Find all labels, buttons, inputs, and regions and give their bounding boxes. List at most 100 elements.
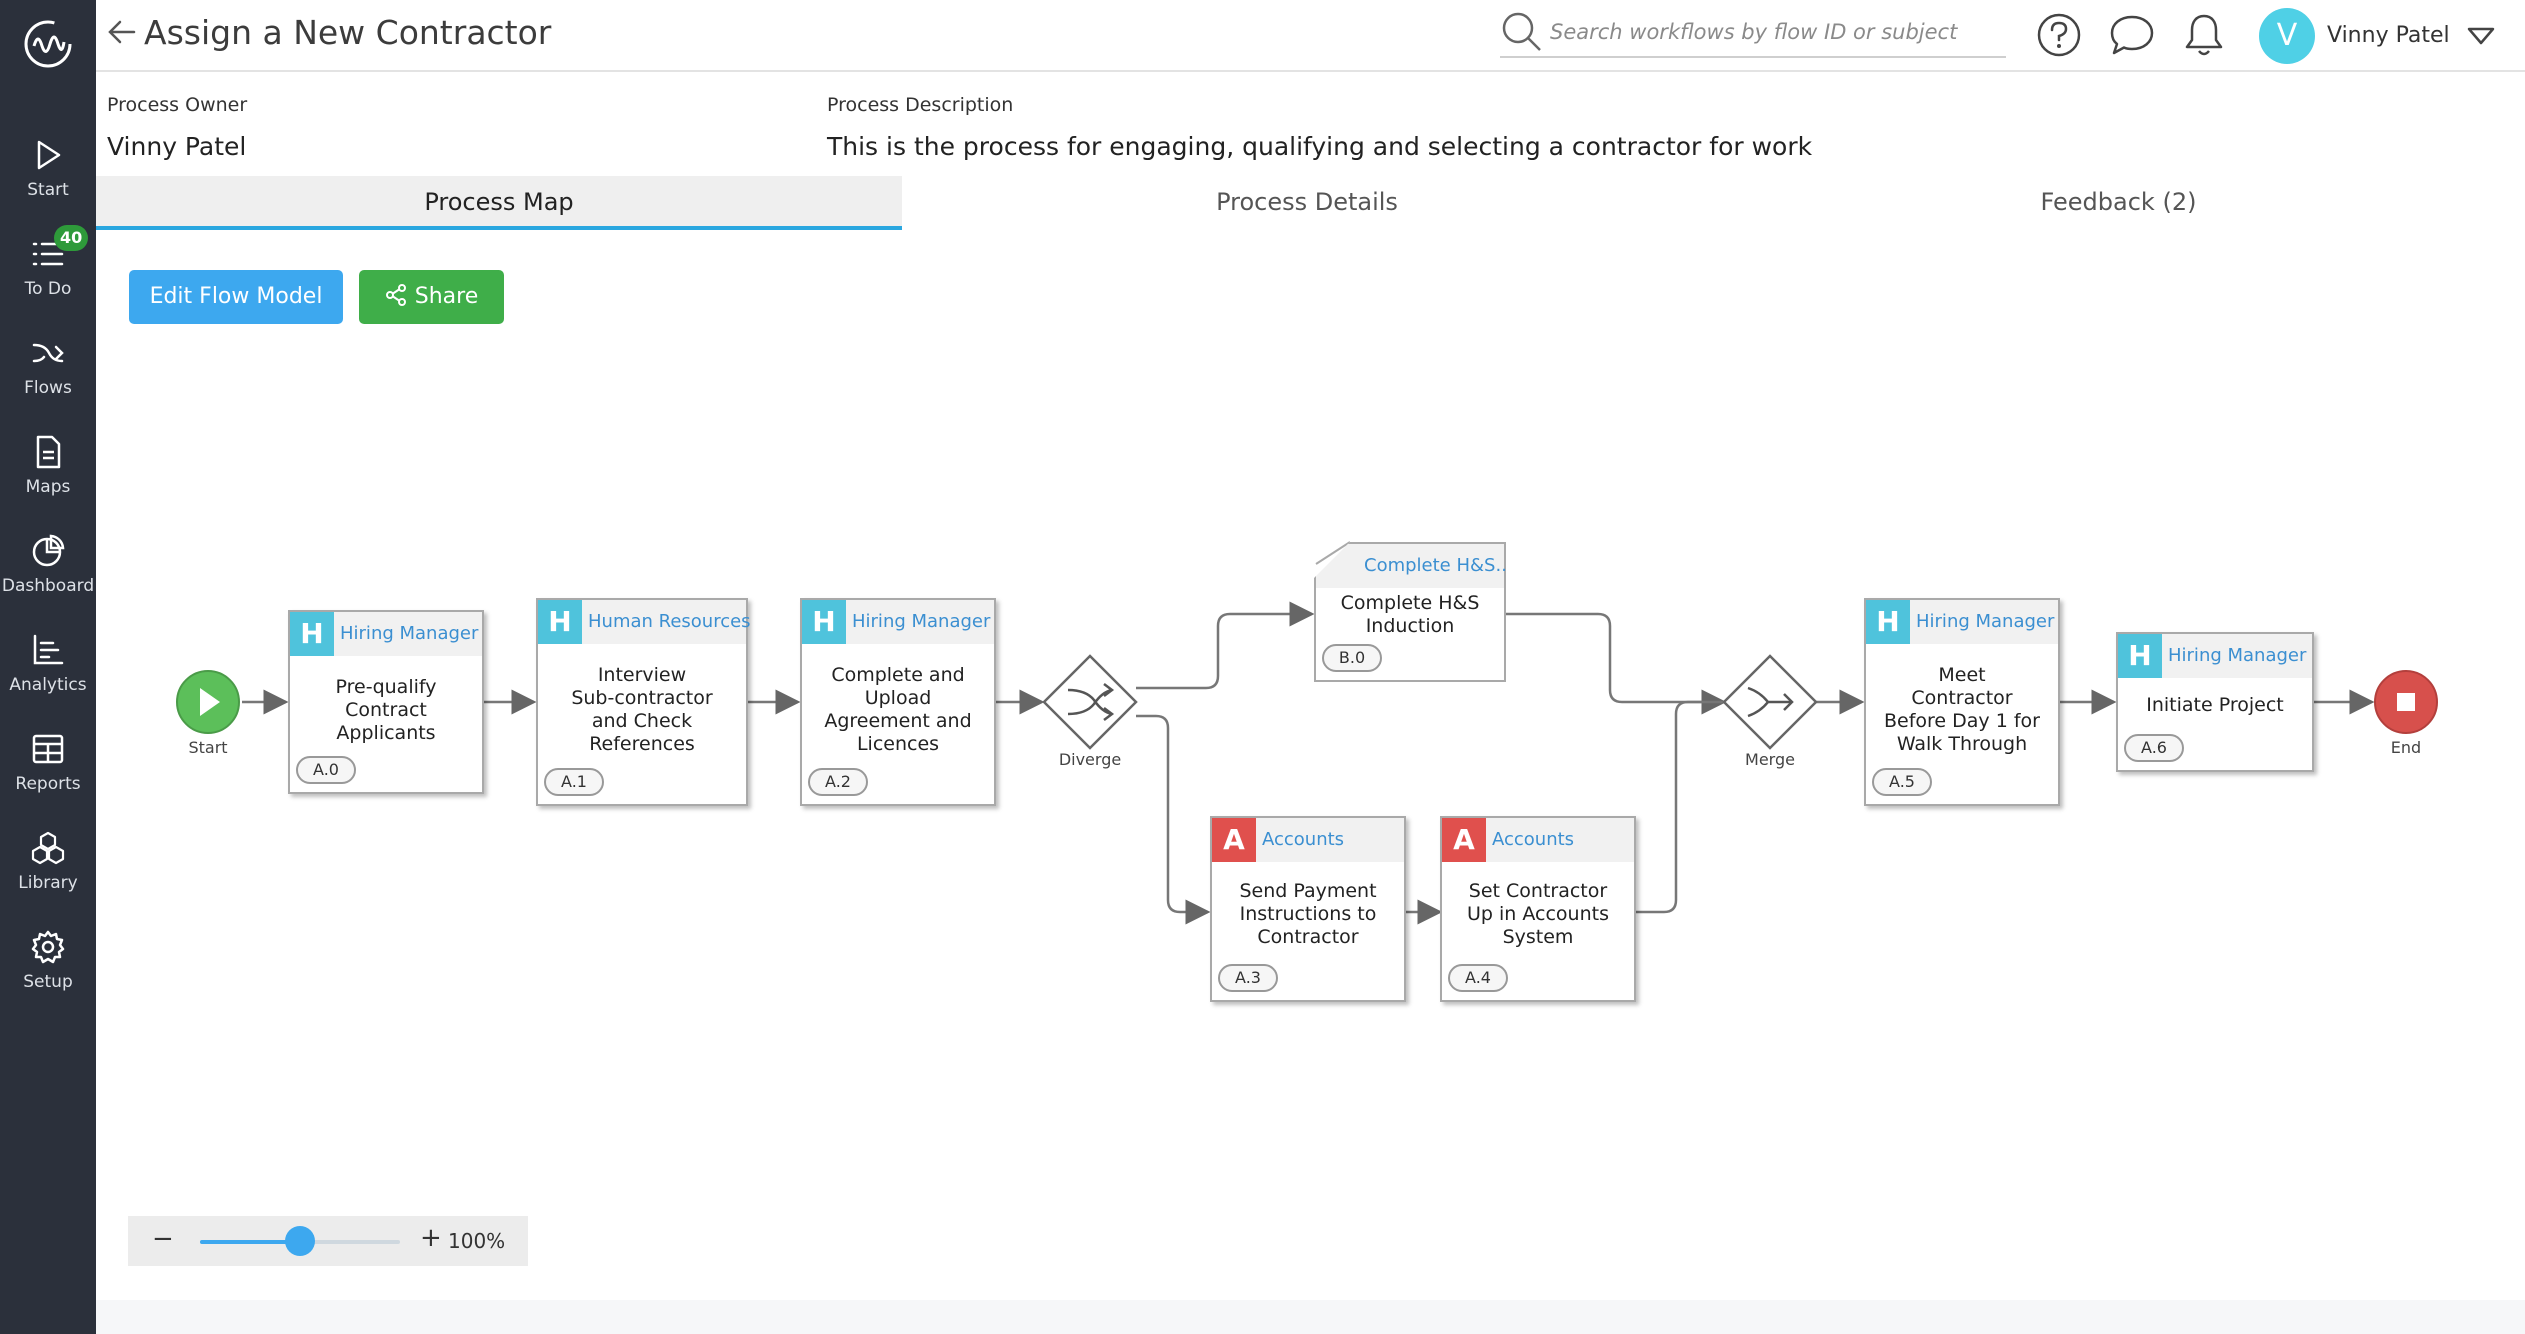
avatar[interactable]: V [2259, 8, 2315, 64]
task-title-line: Before Day 1 for [1884, 710, 2040, 732]
page-title: Assign a New Contractor [144, 13, 552, 52]
task-title: Complete H&S Induction [1322, 592, 1498, 638]
task-role: Hiring Manager [340, 623, 479, 644]
zoom-level: 100% [448, 1229, 506, 1253]
chevron-down-icon[interactable] [2466, 24, 2496, 48]
task-title-line: and Check [591, 710, 693, 732]
role-badge: A [1442, 818, 1486, 862]
task-node-a4[interactable]: A Accounts Set Contractor Up in Accounts… [1440, 816, 1636, 1002]
search-icon[interactable] [1500, 10, 1544, 54]
sidebar-item-label: To Do [24, 279, 72, 299]
task-title-line: Sub-contractor [571, 687, 713, 709]
sidebar-item-label: Reports [15, 774, 81, 794]
back-arrow-icon[interactable] [106, 16, 138, 48]
sidebar-item-flows[interactable]: Flows [0, 336, 96, 426]
subflow-role: Complete H&S... [1364, 555, 1513, 576]
diverge-icon [1067, 683, 1115, 721]
task-header: H Hiring Manager [802, 600, 994, 644]
task-title-line: Contractor [1911, 687, 2013, 709]
sidebar-item-label: Start [27, 180, 69, 200]
sidebar-item-maps[interactable]: Maps [0, 435, 96, 525]
task-node-a5[interactable]: H Hiring Manager Meet Contractor Before … [1864, 598, 2060, 806]
task-role: Accounts [1262, 829, 1345, 850]
task-header: H Hiring Manager [1866, 600, 2058, 644]
tab-process-map[interactable]: Process Map [96, 176, 902, 230]
process-description-value: This is the process for engaging, qualif… [827, 132, 1813, 161]
sidebar: Start 40 To Do Flows [0, 0, 96, 1334]
task-title-line: Meet [1938, 664, 1986, 686]
task-node-a3[interactable]: A Accounts Send Payment Instructions to … [1210, 816, 1406, 1002]
share-button[interactable]: Share [359, 270, 504, 324]
flows-icon [32, 343, 64, 363]
zoom-in-button[interactable]: + [420, 1223, 442, 1253]
task-header: H Hiring Manager [2118, 634, 2312, 678]
task-id: A.6 [2124, 734, 2184, 762]
task-title: Interview Sub-contractor and Check Refer… [544, 664, 740, 756]
process-owner-label: Process Owner [107, 94, 248, 116]
sidebar-item-setup[interactable]: Setup [0, 930, 96, 1020]
task-title-line: System [1502, 926, 1574, 948]
task-title-line: Send Payment [1239, 880, 1377, 902]
task-role: Hiring Manager [1916, 611, 2055, 632]
task-role: Human Resources [588, 611, 751, 632]
start-label: Start [188, 738, 228, 757]
task-role: Hiring Manager [2168, 645, 2307, 666]
connector [1636, 700, 1724, 914]
role-badge: H [1866, 600, 1910, 644]
connector [1506, 612, 1727, 715]
sidebar-item-label: Analytics [9, 675, 87, 695]
process-map-canvas: Start Diverge Merge End H Hiring Manager… [96, 340, 2525, 1240]
sidebar-item-start[interactable]: Start [0, 138, 96, 228]
role-badge: H [538, 600, 582, 644]
connectors [176, 541, 2438, 925]
sidebar-item-todo[interactable]: 40 To Do [0, 225, 96, 327]
task-role: Hiring Manager [852, 611, 991, 632]
end-event[interactable] [2374, 670, 2438, 734]
task-node-a6[interactable]: H Hiring Manager Initiate Project A.6 [2116, 632, 2314, 772]
user-name[interactable]: Vinny Patel [2327, 23, 2450, 48]
task-node-a1[interactable]: H Human Resources Interview Sub-contract… [536, 598, 751, 806]
edit-flow-model-button[interactable]: Edit Flow Model [129, 270, 343, 324]
task-title-line: Interview [597, 664, 687, 686]
table-icon [32, 734, 64, 764]
task-role: Accounts [1492, 829, 1575, 850]
zoom-slider-handle[interactable] [285, 1226, 315, 1256]
share-button-label: Share [414, 284, 479, 309]
task-title: Pre-qualify Contract Applicants [296, 676, 476, 745]
tab-process-details[interactable]: Process Details [1216, 188, 1398, 216]
task-node-a0[interactable]: H Hiring Manager Pre-qualify Contract Ap… [288, 610, 484, 794]
task-id: A.5 [1872, 768, 1932, 796]
top-header: Assign a New Contractor V Vinny Patel [96, 0, 2525, 72]
task-header: H Hiring Manager [290, 612, 482, 656]
role-badge: H [2118, 634, 2162, 678]
bell-icon[interactable] [2182, 12, 2226, 58]
connector [1136, 601, 1315, 690]
role-badge: A [1212, 818, 1256, 862]
sidebar-item-reports[interactable]: Reports [0, 732, 96, 822]
task-title: Meet Contractor Before Day 1 for Walk Th… [1872, 664, 2052, 756]
sidebar-item-library[interactable]: Library [0, 831, 96, 921]
task-title-line: Initiate Project [2146, 694, 2284, 716]
task-title-line: Upload [864, 687, 932, 709]
help-icon[interactable] [2036, 12, 2082, 58]
sidebar-item-analytics[interactable]: Analytics [0, 633, 96, 723]
diverge-gateway[interactable] [1042, 654, 1138, 750]
task-id: A.0 [296, 756, 356, 784]
subflow-node-b0[interactable]: Complete H&S... Complete H&S Induction B… [1314, 542, 1506, 682]
end-label: End [2390, 738, 2422, 757]
gear-icon [31, 930, 65, 964]
task-title: Set Contractor Up in Accounts System [1448, 880, 1628, 949]
merge-gateway[interactable] [1722, 654, 1818, 750]
chat-icon[interactable] [2108, 12, 2156, 58]
start-event[interactable] [176, 670, 240, 734]
cubes-icon [31, 831, 65, 865]
task-node-a2[interactable]: H Hiring Manager Complete and Upload Agr… [800, 598, 996, 806]
tab-feedback[interactable]: Feedback (2) [2040, 188, 2197, 216]
task-title-line: Walk Through [1896, 733, 2028, 755]
zoom-out-button[interactable]: − [152, 1224, 174, 1254]
task-title-line: Complete H&S [1340, 592, 1480, 614]
todo-count-badge: 40 [54, 225, 89, 251]
sidebar-item-dashboard[interactable]: Dashboard [0, 534, 96, 624]
search-input[interactable] [1550, 14, 2000, 50]
app-logo-icon[interactable] [22, 18, 74, 70]
